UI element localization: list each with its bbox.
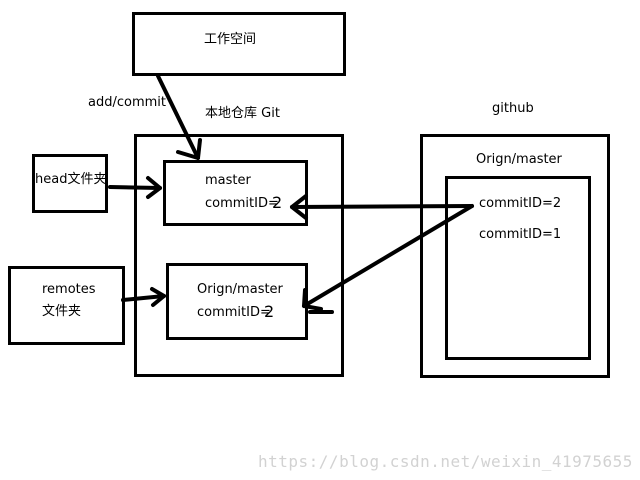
- local-master-commit-value: 2: [272, 193, 283, 212]
- local-repo-title: 本地仓库 Git: [205, 106, 280, 121]
- workspace-box: [132, 12, 346, 76]
- github-commit-2: commitID=2: [479, 196, 562, 211]
- local-master-commit-label: commitID=: [205, 196, 279, 211]
- github-branch-label: Orign/master: [476, 152, 562, 167]
- watermark: https://blog.csdn.net/weixin_41975655: [258, 452, 633, 471]
- local-origin-master-commit-value: 2: [264, 302, 275, 321]
- local-master-name: master: [205, 173, 251, 188]
- local-origin-master-commit-label: commitID=: [197, 305, 271, 320]
- remotes-folder-box: [8, 266, 125, 345]
- github-commit-1: commitID=1: [479, 227, 562, 242]
- head-folder-box: [32, 154, 108, 213]
- local-origin-master-name: Orign/master: [197, 282, 283, 297]
- workspace-label: 工作空间: [204, 32, 257, 47]
- local-origin-master-box: [166, 263, 308, 340]
- remotes-folder-line1: remotes: [42, 282, 96, 297]
- head-folder-label: head文件夹: [35, 172, 107, 187]
- local-master-box: [163, 160, 308, 226]
- github-title: github: [492, 101, 534, 116]
- remotes-folder-line2: 文件夹: [42, 304, 82, 319]
- add-commit-label: add/commit: [88, 95, 166, 110]
